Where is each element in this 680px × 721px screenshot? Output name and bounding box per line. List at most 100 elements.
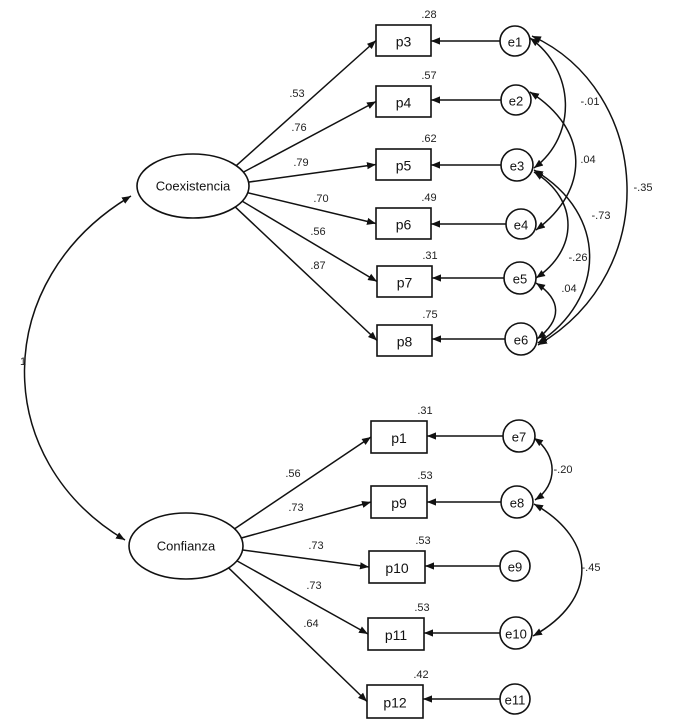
error-term-e3: [500, 148, 534, 182]
error-covariance-label: .04: [580, 154, 595, 166]
error-term-e2: [500, 84, 532, 116]
error-term-label: e3: [510, 159, 524, 174]
r-squared-label: .42: [413, 669, 428, 681]
r-squared-label: .62: [421, 133, 436, 145]
loading-arrow: [234, 39, 377, 168]
indicator-label: p11: [385, 627, 408, 643]
factor-correlation-label: 1: [20, 356, 26, 368]
indicator-box-p11: [367, 617, 425, 651]
error-covariance-arc: [531, 35, 628, 346]
r-squared-label: .53: [414, 602, 429, 614]
indicator-box-p6: [375, 207, 432, 240]
error-covariance-label: .04: [561, 283, 576, 295]
error-term-e4: [505, 208, 537, 240]
error-covariance-arc: [532, 503, 583, 637]
indicator-label: p10: [385, 560, 409, 576]
loading-arrow: [239, 199, 378, 283]
indicator-label: p12: [383, 695, 407, 711]
indicator-box-p12: [366, 684, 424, 719]
indicator-box-p7: [376, 265, 433, 298]
error-covariance-label: -.45: [582, 562, 601, 574]
r-squared-label: .53: [417, 470, 432, 482]
r-squared-label: .57: [421, 70, 436, 82]
error-covariance-arc: [529, 37, 567, 169]
loading-label: .76: [291, 122, 306, 134]
nodes-layer: [128, 24, 538, 719]
loading-arrow: [233, 205, 378, 342]
latent-factor-coex: [136, 153, 250, 219]
indicator-label: p9: [391, 495, 407, 511]
error-term-label: e4: [514, 218, 528, 233]
loading-arrow: [234, 558, 369, 635]
error-covariance-label: -.35: [634, 182, 653, 194]
r-squared-label: .31: [417, 405, 432, 417]
error-term-label: e9: [508, 560, 522, 575]
error-covariance-arc: [533, 437, 553, 501]
loading-label: .53: [289, 88, 304, 100]
loading-arrow: [240, 100, 377, 174]
indicator-box-p8: [376, 324, 433, 357]
loading-label: .73: [308, 540, 323, 552]
loading-arrow: [245, 162, 377, 184]
edges-layer: [23, 35, 628, 703]
indicator-box-p1: [370, 420, 428, 454]
indicator-label: p5: [396, 158, 412, 174]
error-term-e9: [499, 550, 531, 582]
loading-arrow: [238, 500, 372, 540]
r-squared-label: .53: [415, 535, 430, 547]
error-covariance-arc: [529, 91, 577, 231]
indicator-label: p1: [391, 430, 407, 446]
error-covariance-arc: [533, 169, 591, 344]
latent-factor-conf: [128, 512, 244, 580]
error-covariance-label: -.26: [569, 252, 588, 264]
indicator-box-p3: [375, 24, 432, 57]
error-term-label: e7: [512, 430, 526, 445]
error-covariance-arc: [533, 171, 569, 279]
loading-label: .73: [288, 502, 303, 514]
indicator-label: p7: [397, 275, 413, 291]
loading-arrow: [244, 191, 377, 225]
indicator-label: p3: [396, 34, 412, 50]
loading-arrow: [226, 565, 368, 703]
indicator-box-p5: [375, 148, 432, 181]
indicator-label: p4: [396, 95, 412, 111]
error-term-e5: [503, 261, 537, 295]
indicator-box-p4: [375, 85, 432, 118]
factor-correlation-arc: [23, 195, 132, 541]
indicator-box-p9: [370, 485, 428, 519]
error-term-e8: [500, 485, 534, 519]
error-term-e11: [499, 683, 531, 715]
loading-arrow: [232, 436, 372, 531]
error-term-label: e1: [508, 35, 522, 50]
r-squared-label: .28: [421, 9, 436, 21]
indicator-box-p10: [368, 550, 426, 584]
loading-label: .73: [306, 580, 321, 592]
error-covariance-label: -.20: [554, 464, 573, 476]
loading-label: .70: [313, 193, 328, 205]
error-covariance-arc: [535, 282, 557, 340]
r-squared-label: .49: [421, 192, 436, 204]
loading-label: .64: [303, 618, 318, 630]
loading-label: .87: [310, 260, 325, 272]
latent-factor-label: Confianza: [157, 539, 216, 554]
loading-label: .79: [293, 157, 308, 169]
r-squared-label: .31: [422, 250, 437, 262]
error-term-e10: [499, 616, 533, 650]
error-term-label: e11: [505, 693, 526, 708]
loading-label: .56: [310, 226, 325, 238]
error-term-e1: [499, 25, 531, 57]
error-term-e6: [504, 322, 538, 356]
loading-arrow: [239, 548, 370, 570]
error-term-label: e5: [513, 272, 527, 287]
error-term-label: e2: [509, 94, 523, 109]
error-term-label: e8: [510, 496, 524, 511]
latent-factor-label: Coexistencia: [156, 179, 231, 194]
error-covariance-label: -.73: [592, 210, 611, 222]
r-squared-label: .75: [422, 309, 437, 321]
error-term-label: e6: [514, 333, 528, 348]
indicator-label: p6: [396, 217, 412, 233]
error-term-e7: [502, 419, 536, 453]
error-term-label: e10: [505, 627, 527, 642]
